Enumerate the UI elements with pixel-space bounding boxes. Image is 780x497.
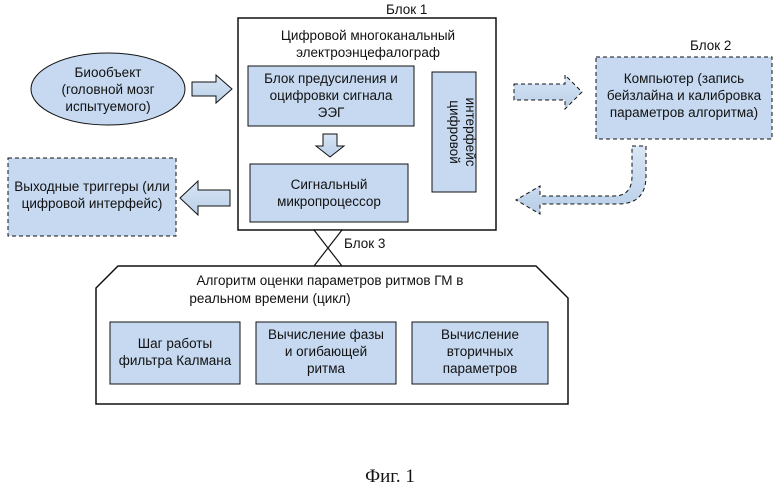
- block2-label: Блок 2: [690, 38, 731, 53]
- bio-object-line3: испытуемого): [65, 99, 150, 114]
- kalman-step-box: Шаг работы фильтра Калмана: [110, 322, 240, 384]
- block1-label: Блок 1: [386, 2, 427, 17]
- bio-object-line2: (головной мозг: [61, 82, 154, 97]
- microprocessor-box: Сигнальный микропроцессор: [250, 164, 408, 222]
- secondary-params-box: Вычисление вторичных параметров: [412, 322, 548, 384]
- digital-interface-box: цифровой интерфейс: [432, 72, 478, 192]
- digital-interface-line1: цифровой: [447, 100, 462, 163]
- arrow-device-to-output: [180, 181, 230, 215]
- preamp-line3: ЭЭГ: [318, 105, 345, 120]
- preamp-line1: Блок предусиления и: [264, 71, 398, 86]
- bio-object-line1: Биообъект: [75, 65, 142, 80]
- phase-line2: и огибающей: [285, 344, 367, 359]
- microprocessor-line1: Сигнальный: [291, 177, 368, 192]
- phase-line1: Вычисление фазы: [268, 327, 384, 342]
- phase-line3: ритма: [307, 361, 346, 376]
- preamp-line2: оцифровки сигнала: [270, 88, 393, 103]
- arrow-bio-to-device: [192, 75, 232, 103]
- arrow-device-to-computer: [514, 75, 582, 109]
- microprocessor-line2: микропроцессор: [277, 194, 381, 209]
- kalman-line2: фильтра Калмана: [119, 353, 232, 368]
- bio-object-ellipse: Биообъект (головной мозг испытуемого): [31, 53, 185, 125]
- eeg-device-title-line2: электроэнцефалограф: [296, 45, 440, 60]
- algorithm-title-line1: Алгоритм оценки параметров ритмов ГМ в: [197, 273, 464, 288]
- output-line2: цифровой интерфейс): [22, 196, 163, 211]
- computer-line3: параметров алгоритма): [610, 105, 758, 120]
- block3-label: Блок 3: [344, 236, 385, 251]
- output-line1: Выходные триггеры (или: [14, 179, 170, 194]
- computer-box: Блок 2 Компьютер (запись бейзлайна и кал…: [596, 38, 772, 139]
- preamp-box: Блок предусиления и оцифровки сигнала ЭЭ…: [248, 66, 414, 126]
- arrow-computer-to-device: [516, 146, 646, 214]
- algorithm-title-line2: реальном времени (цикл): [189, 291, 350, 306]
- output-triggers-box: Выходные триггеры (или цифровой интерфей…: [8, 158, 176, 236]
- secondary-line2: вторичных: [447, 344, 514, 359]
- phase-envelope-box: Вычисление фазы и огибающей ритма: [256, 322, 396, 384]
- computer-line2: бейзлайна и калибровка: [607, 88, 762, 103]
- kalman-line1: Шаг работы: [138, 336, 212, 351]
- digital-interface-line2: интерфейс: [463, 98, 478, 167]
- computer-line1: Компьютер (запись: [624, 71, 744, 86]
- figure-caption: Фиг. 1: [365, 466, 415, 487]
- eeg-device-title-line1: Цифровой многоканальный: [281, 28, 455, 43]
- secondary-line1: Вычисление: [441, 327, 519, 342]
- secondary-line3: параметров: [443, 361, 518, 376]
- connector-bowtie: [314, 230, 342, 266]
